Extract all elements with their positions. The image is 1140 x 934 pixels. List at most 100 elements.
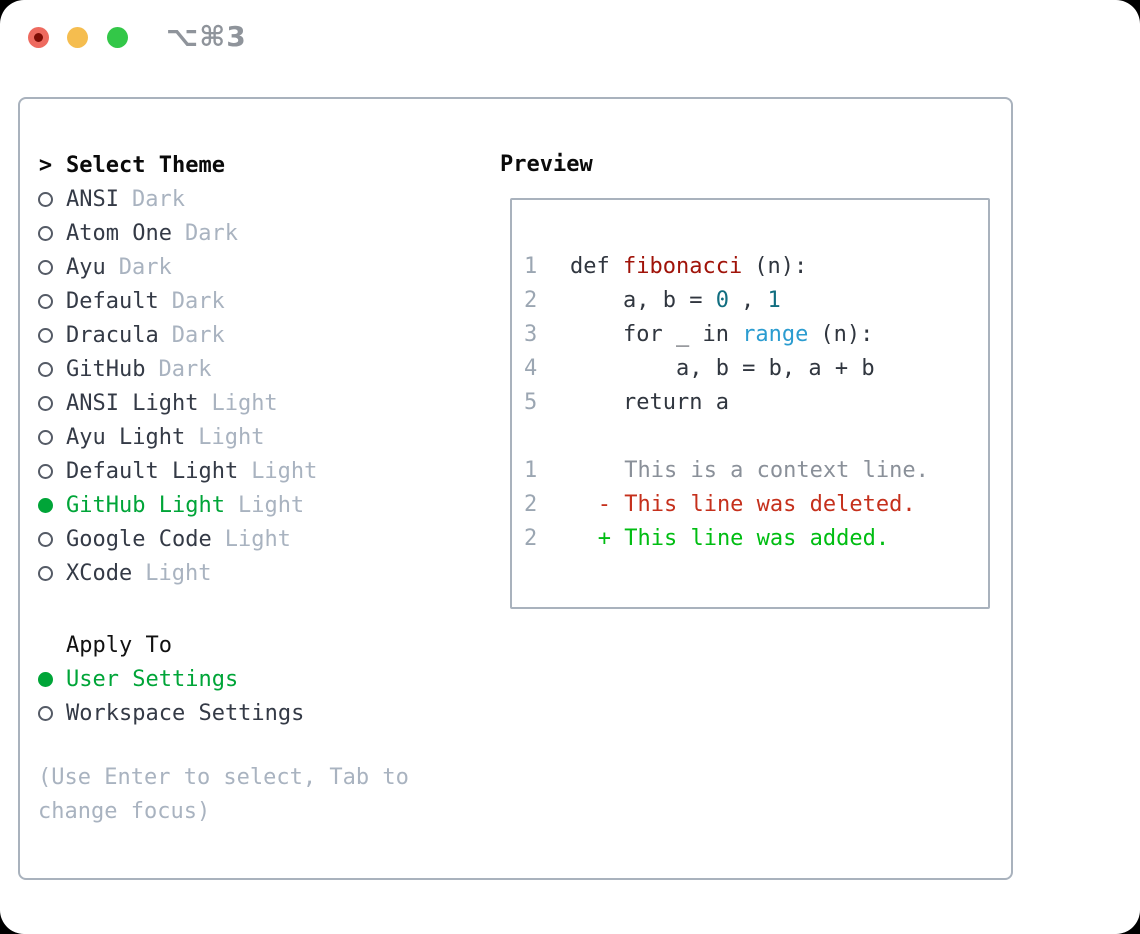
- radio-icon: [38, 293, 53, 309]
- theme-variant: Dark: [158, 356, 212, 382]
- window-title: ⌥⌘3: [166, 20, 247, 53]
- theme-variant: Dark: [184, 220, 238, 246]
- line-number: 2: [524, 526, 538, 551]
- code-segment-deleted: - This line was deleted.: [558, 492, 916, 517]
- theme-variant: Dark: [131, 186, 185, 212]
- hint-text: (Use Enter to select, Tab to change focu…: [38, 765, 409, 824]
- theme-item-default[interactable]: Default Dark: [38, 284, 483, 318]
- code-segment-code: for _ in: [570, 322, 743, 347]
- theme-item-github[interactable]: GitHub Dark: [38, 352, 483, 386]
- code-segment-code: return a: [570, 390, 729, 415]
- code-segment-code: (n):: [820, 322, 874, 347]
- apply-option-label: User Settings: [66, 666, 239, 692]
- theme-item-default-light[interactable]: Default Light Light: [38, 454, 483, 488]
- radio-slot: [38, 225, 53, 241]
- radio-slot: [38, 429, 53, 445]
- minimize-button[interactable]: [67, 27, 88, 48]
- code-line: 2 - This line was deleted.: [524, 488, 988, 522]
- close-button[interactable]: [28, 27, 49, 48]
- close-indicator-dot: [34, 33, 43, 42]
- code-segment-added: + This line was added.: [558, 526, 890, 551]
- code-line: 5 return a: [524, 386, 988, 420]
- radio-icon: [38, 705, 53, 721]
- code-segment-context: This is a context line.: [558, 458, 929, 483]
- theme-name: ANSI: [66, 186, 119, 212]
- line-number: 5: [524, 390, 538, 415]
- radio-slot: [38, 705, 53, 721]
- theme-variant: Dark: [171, 288, 225, 314]
- theme-variant: Light: [224, 526, 291, 552]
- code-segment-function: fibonacci: [622, 254, 743, 279]
- theme-name: GitHub: [66, 356, 146, 382]
- radio-selected-icon: [38, 671, 53, 687]
- titlebar: ⌥⌘3: [0, 0, 1140, 97]
- line-number: 1: [524, 458, 538, 483]
- code-line: 4 a, b = b, a + b: [524, 352, 988, 386]
- theme-variant: Dark: [118, 254, 172, 280]
- theme-name: Dracula: [66, 322, 159, 348]
- radio-icon: [38, 191, 53, 207]
- radio-icon: [38, 395, 53, 411]
- radio-icon: [38, 531, 53, 547]
- radio-slot: [38, 259, 53, 275]
- radio-icon: [38, 429, 53, 445]
- apply-option-user-settings[interactable]: User Settings: [38, 662, 483, 696]
- theme-name: Default Light: [66, 458, 239, 484]
- theme-name: Ayu: [66, 254, 106, 280]
- code-segment-code: a, b =: [570, 288, 716, 313]
- radio-slot: [38, 361, 53, 377]
- theme-variant: Light: [211, 390, 278, 416]
- line-number: 3: [524, 322, 538, 347]
- radio-slot: [38, 497, 53, 513]
- line-number: 1: [524, 254, 538, 279]
- apply-option-label: Workspace Settings: [66, 700, 305, 726]
- theme-item-github-light[interactable]: GitHub Light Light: [38, 488, 483, 522]
- code-line: [524, 420, 988, 454]
- radio-slot: [38, 531, 53, 547]
- code-line: 1 This is a context line.: [524, 454, 988, 488]
- code-segment-number: 0: [715, 288, 729, 313]
- code-segment-code: ,: [740, 288, 768, 313]
- theme-name: ANSI Light: [66, 390, 199, 416]
- preview-label: Preview: [500, 152, 593, 177]
- radio-icon: [38, 565, 53, 581]
- line-number: 2: [524, 492, 538, 517]
- apply-to-header: Apply To: [38, 628, 483, 662]
- code-segment-number: 1: [767, 288, 781, 313]
- theme-item-ayu[interactable]: Ayu Dark: [38, 250, 483, 284]
- theme-variant: Light: [237, 492, 305, 518]
- apply-to-label: Apply To: [66, 632, 172, 658]
- theme-item-ansi[interactable]: ANSI Dark: [38, 182, 483, 216]
- apply-option-workspace-settings[interactable]: Workspace Settings: [38, 696, 483, 730]
- radio-slot: [38, 565, 53, 581]
- radio-selected-icon: [38, 497, 53, 513]
- code-segment-builtin: range: [742, 322, 809, 347]
- radio-slot: [38, 191, 53, 207]
- code-line: 2 + This line was added.: [524, 522, 988, 556]
- theme-name: GitHub Light: [66, 492, 225, 518]
- code-segment-code: a, b = b, a + b: [570, 356, 875, 381]
- radio-slot: [38, 327, 53, 343]
- radio-icon: [38, 327, 53, 343]
- select-theme-label: Select Theme: [66, 152, 225, 178]
- line-number: 4: [524, 356, 538, 381]
- theme-name: Default: [66, 288, 159, 314]
- theme-item-ansi-light[interactable]: ANSI Light Light: [38, 386, 483, 420]
- theme-variant: Light: [198, 424, 265, 450]
- radio-slot: [38, 395, 53, 411]
- theme-variant: Light: [251, 458, 318, 484]
- zoom-button[interactable]: [107, 27, 128, 48]
- spacer: [38, 590, 483, 628]
